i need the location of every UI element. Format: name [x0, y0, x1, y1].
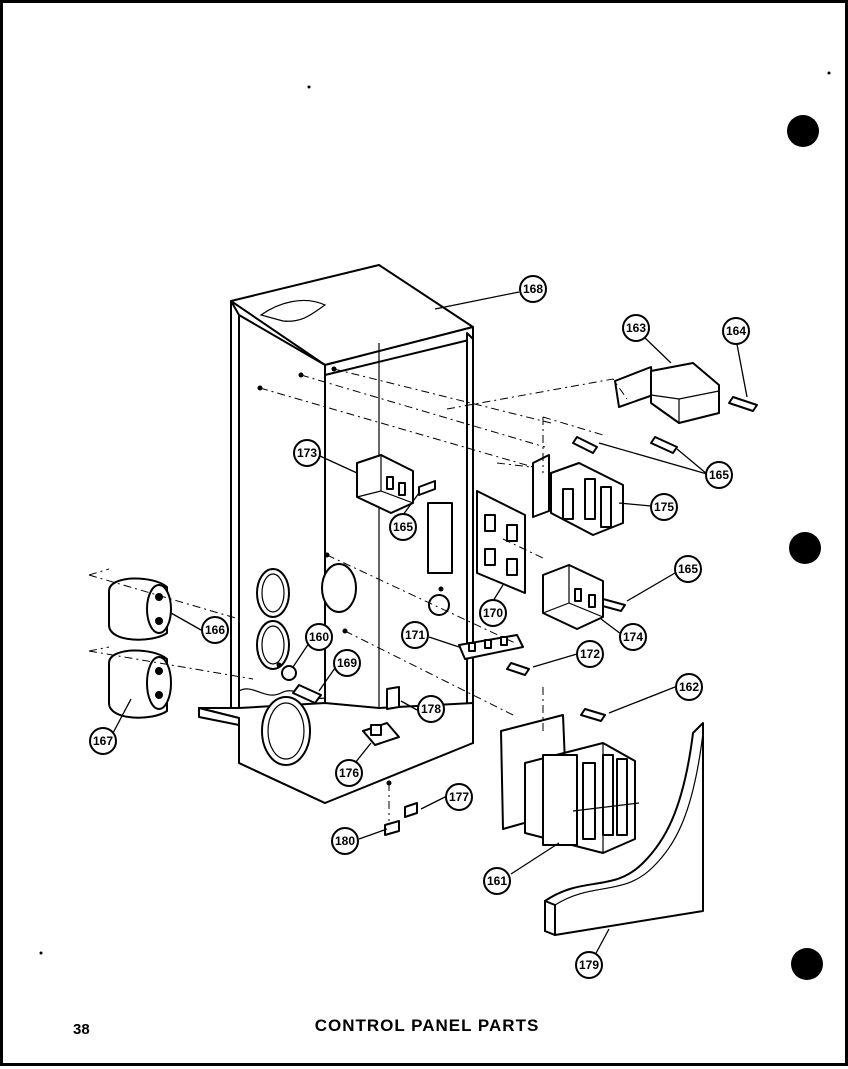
callout-175: 175: [650, 493, 678, 521]
binder-hole-bottom: [791, 948, 823, 980]
callout-label: 173: [297, 446, 317, 460]
callout-label: 169: [337, 656, 357, 670]
callout-label: 176: [339, 766, 359, 780]
callout-161: 161: [483, 867, 511, 895]
callout-label: 180: [335, 834, 355, 848]
callout-label: 166: [205, 623, 225, 637]
callout-label: 160: [309, 630, 329, 644]
alignment-lines: [88, 368, 628, 821]
capacitor-167: [108, 649, 172, 719]
capacitor-166: [108, 577, 172, 641]
relay-173: [356, 454, 414, 514]
callout-label: 174: [623, 630, 643, 644]
callout-label: 170: [483, 606, 503, 620]
callout-label: 172: [580, 647, 600, 661]
callout-165-transformer: 165: [705, 461, 733, 489]
callout-label: 165: [678, 562, 698, 576]
binder-hole-top: [787, 115, 819, 147]
terminal-board: [476, 490, 526, 594]
control-panel-diagram: 168 163 164 165 173 165 175 165 170 174 …: [39, 71, 831, 980]
callout-169: 169: [333, 649, 361, 677]
callout-165-relay: 165: [389, 513, 417, 541]
callout-177: 177: [445, 783, 473, 811]
page-number: 38: [73, 1021, 90, 1038]
cover-panel: [544, 722, 704, 936]
callout-label: 177: [449, 790, 469, 804]
relay-174: [542, 564, 604, 630]
callout-160: 160: [305, 623, 333, 651]
callout-168: 168: [519, 275, 547, 303]
callout-label: 161: [487, 874, 507, 888]
callout-label: 179: [579, 958, 599, 972]
callout-164: 164: [722, 317, 750, 345]
callout-179: 179: [575, 951, 603, 979]
screws: [281, 396, 758, 836]
callout-172: 172: [576, 640, 604, 668]
callout-label: 168: [523, 282, 543, 296]
page-title: CONTROL PANEL PARTS: [314, 1016, 540, 1035]
ground-lug: [362, 722, 400, 746]
callout-173: 173: [293, 439, 321, 467]
binder-hole-middle: [789, 532, 821, 564]
callout-167: 167: [89, 727, 117, 755]
relay-175: [532, 454, 624, 536]
transformer: [614, 362, 720, 424]
callout-163: 163: [622, 314, 650, 342]
callout-171: 171: [401, 621, 429, 649]
callout-170: 170: [479, 599, 507, 627]
callout-label: 163: [626, 321, 646, 335]
callout-label: 178: [421, 702, 441, 716]
callout-162: 162: [675, 673, 703, 701]
callout-174: 174: [619, 623, 647, 651]
callout-label: 165: [393, 520, 413, 534]
callout-165-relay-174: 165: [674, 555, 702, 583]
callout-label: 167: [93, 734, 113, 748]
terminal-strip: [458, 634, 524, 660]
callout-label: 171: [405, 628, 425, 642]
callout-label: 162: [679, 680, 699, 694]
callout-label: 175: [654, 500, 674, 514]
callout-label: 164: [726, 324, 746, 338]
control-box-cabinet: [198, 264, 474, 804]
callout-180: 180: [331, 827, 359, 855]
callout-label: 165: [709, 468, 729, 482]
callout-176: 176: [335, 759, 363, 787]
contactor: [500, 714, 640, 854]
callout-166: 166: [201, 616, 229, 644]
callout-178: 178: [417, 695, 445, 723]
